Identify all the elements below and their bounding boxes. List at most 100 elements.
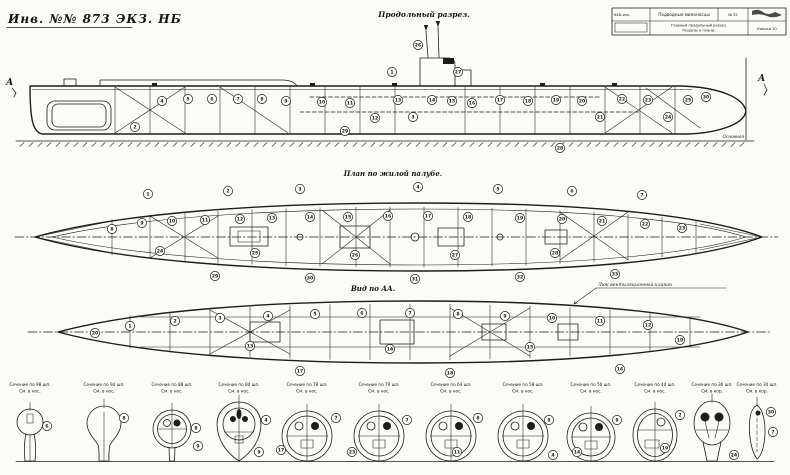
inventory-note-text: Инв. №№ 873 ЭКЗ. НБ — [7, 12, 182, 26]
callout-number: 30 — [703, 95, 709, 101]
ground-tick — [226, 142, 232, 147]
callout-marker: 22 — [617, 94, 627, 104]
callout-number: 11 — [454, 450, 460, 456]
ground-tick — [64, 142, 70, 147]
callout-marker: 3 — [408, 112, 418, 122]
drawing-stamp: № 52 — [728, 13, 737, 17]
ground-tick — [433, 142, 439, 147]
section-label: Сечение по 94 шп. — [83, 382, 124, 387]
callout-marker: 31 — [410, 274, 420, 284]
callout-marker: 8 — [191, 423, 201, 433]
callout-number: 9 — [257, 450, 260, 456]
callout-number: 8 — [122, 416, 125, 422]
plan-fitting — [296, 233, 304, 241]
callout-number: 9 — [284, 99, 287, 105]
callout-marker: 3 — [215, 313, 225, 323]
callout-marker: 12 — [370, 113, 380, 123]
callout-number: 9 — [615, 418, 618, 424]
ground-tick — [280, 142, 286, 147]
ground-tick — [253, 142, 259, 147]
callout-number: 33 — [612, 272, 618, 278]
callout-number: 3 — [218, 316, 221, 322]
callout-marker: 28 — [555, 143, 565, 153]
aa-hatch — [249, 321, 281, 343]
ground-tick — [244, 142, 250, 147]
title-block-border — [611, 7, 787, 36]
plan-hatch — [437, 227, 465, 247]
aa-annotation-leader — [573, 287, 597, 305]
callout-marker: 8 — [473, 413, 483, 423]
aa-hatch — [481, 323, 507, 341]
ground-hatch-marks — [19, 142, 745, 147]
ground-tick — [676, 142, 682, 147]
callout-marker: 4 — [548, 450, 558, 460]
callout-marker: 17 — [495, 95, 505, 105]
callout-marker: 16 — [467, 98, 477, 108]
ground-tick — [73, 142, 79, 147]
callout-number: 5 — [496, 187, 499, 193]
periscope-mast — [437, 26, 440, 59]
section-label: Сечение по 98 шп. — [9, 382, 50, 387]
aa-annotation-text: Люк вентиляционный клапан — [597, 282, 672, 288]
periscope-mast — [425, 30, 429, 59]
section-label: Сечение по 50 шп. — [570, 382, 611, 387]
callout-number: 6 — [570, 189, 573, 195]
section-oval: Сечение по 44 шп.См. в нос.219 — [632, 382, 685, 462]
callout-marker: 16 — [615, 364, 625, 374]
ground-tick — [262, 142, 268, 147]
ground-tick — [505, 142, 511, 147]
callout-number: 21 — [597, 115, 603, 121]
title-block-cell — [614, 22, 648, 33]
callout-number: 16 — [469, 101, 475, 107]
callout-marker: 24 — [729, 450, 739, 460]
ground-tick — [19, 142, 25, 147]
callout-number: 1 — [390, 70, 393, 76]
ground-tick — [739, 142, 745, 147]
callout-number: 19 — [553, 98, 559, 104]
callout-number: 29 — [212, 274, 218, 280]
callout-marker: 14 — [427, 95, 437, 105]
drawing-subtitle-1: Главный продольный разрез. — [671, 24, 727, 28]
callout-number: 8 — [547, 418, 550, 424]
ground-tick — [424, 142, 430, 147]
deck-fitting — [612, 83, 617, 86]
ground-tick — [235, 142, 241, 147]
callout-number: 4 — [160, 99, 163, 105]
title-block: 648-чер. Подводные миноносцы № 52 Главны… — [611, 7, 787, 36]
callout-number: 7 — [236, 97, 239, 103]
ground-tick — [460, 142, 466, 147]
ground-tick — [370, 142, 376, 147]
callout-number: 9 — [503, 314, 506, 320]
callout-marker: 14 — [385, 344, 395, 354]
callout-number: 20 — [559, 217, 565, 223]
callout-marker: 24 — [155, 246, 165, 256]
callout-number: 8 — [260, 97, 263, 103]
ground-tick — [55, 142, 61, 147]
ground-tick — [118, 142, 124, 147]
callout-marker: 15 — [525, 342, 535, 352]
callout-number: 6 — [45, 424, 48, 430]
callout-marker: 9 — [254, 447, 264, 457]
callout-number: 15 — [449, 99, 455, 105]
callout-number: 2 — [173, 319, 176, 325]
callout-number: 7 — [405, 418, 408, 424]
callout-marker: 2 — [130, 122, 140, 132]
callout-marker: 21 — [595, 112, 605, 122]
mast-head — [435, 21, 441, 27]
callout-number: 5 — [186, 97, 189, 103]
plan-fitting — [496, 233, 504, 241]
ground-tick — [613, 142, 619, 147]
callout-number: 12 — [372, 116, 378, 122]
callout-marker: 2 — [675, 410, 685, 420]
callout-marker: 19 — [515, 213, 525, 223]
callout-number: 2 — [133, 125, 136, 131]
ground-tick — [514, 142, 520, 147]
callout-number: 23 — [349, 450, 355, 456]
callout-marker: 1 — [143, 189, 153, 199]
callout-marker: 27 — [453, 67, 463, 77]
ground-tick — [415, 142, 421, 147]
callout-marker: 22 — [640, 219, 650, 229]
